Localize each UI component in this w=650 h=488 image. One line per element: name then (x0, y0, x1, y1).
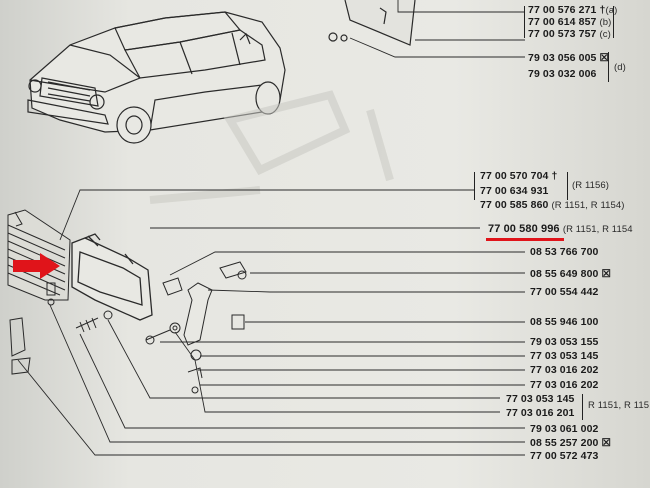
part-number-top-a: 77 00 576 271 †(a) (528, 4, 618, 16)
part-number-r1156-1: 77 00 570 704 † (480, 170, 558, 182)
list-item: 77 03 053 145 (506, 393, 575, 405)
highlight-underline (486, 238, 564, 241)
bracket-pair (504, 394, 583, 420)
car-illustration (27, 11, 286, 144)
grille-illustration (7, 209, 71, 375)
part-number-highlighted: 77 00 580 996 (R 1151, R 1154 (488, 223, 633, 235)
list-item: 77 03 016 201 (506, 407, 575, 419)
part-number-585860: 77 00 585 860 (R 1151, R 1154) (480, 199, 625, 211)
list-item: 77 03 053 145 (530, 350, 599, 362)
part-number-r1156-2: 77 00 634 931 (480, 185, 549, 197)
bracket-abc (524, 6, 614, 38)
part-number-top-c: 77 00 573 757 (c) (528, 28, 611, 40)
list-item: 08 55 649 800 ☒ (530, 268, 611, 280)
list-item: 77 00 572 473 (530, 450, 599, 462)
list-item: 77 00 554 442 (530, 286, 599, 298)
note-pair: R 1151, R 115 (588, 400, 650, 411)
part-number-d-1: 79 03 056 005 ☒ (528, 52, 609, 64)
list-item: 08 53 766 700 (530, 246, 599, 258)
bracket-r1156 (474, 172, 568, 200)
note-d: (d) (614, 62, 626, 73)
part-number-top-b: 77 00 614 857 (b) (528, 16, 612, 28)
part-number-d-2: 79 03 032 006 (528, 68, 597, 80)
list-item: 79 03 053 155 (530, 336, 599, 348)
list-item: 79 03 061 002 (530, 423, 599, 435)
list-item: 77 03 016 202 (530, 379, 599, 391)
headlight-frame-illustration (71, 233, 153, 321)
arrow-right-icon (13, 253, 60, 279)
list-item: 08 55 946 100 (530, 316, 599, 328)
list-item: 08 55 257 200 ☒ (530, 437, 611, 449)
note-r1156: (R 1156) (572, 180, 610, 191)
bracket-d (524, 52, 609, 82)
list-item: 77 03 016 202 (530, 364, 599, 376)
